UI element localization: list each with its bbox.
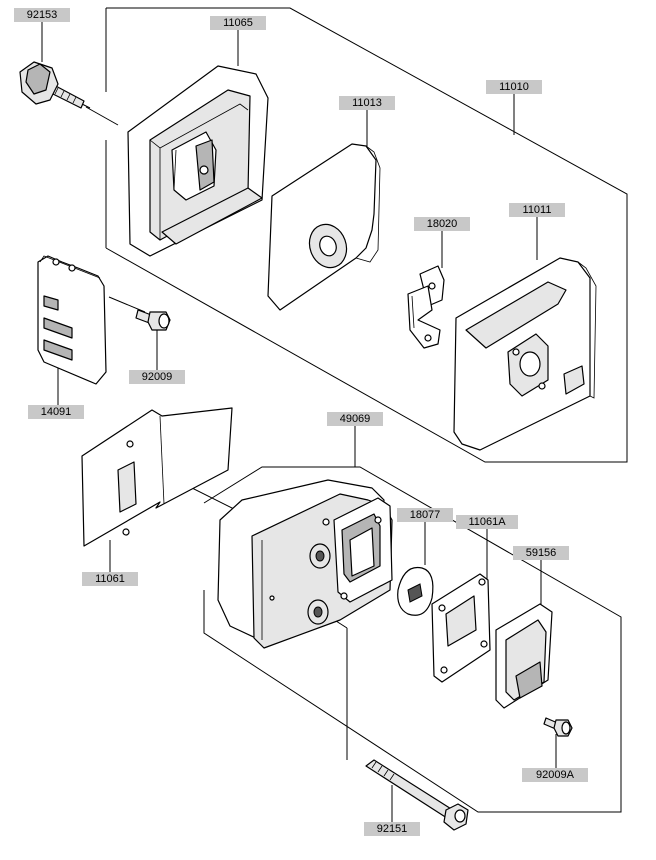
part-number-text: 59156 bbox=[526, 547, 557, 559]
assembly-frame-lower bbox=[203, 466, 622, 813]
part-label-11011: 11011 bbox=[509, 203, 565, 217]
part-number-text: 92151 bbox=[377, 823, 408, 835]
part-label-11013: 11013 bbox=[339, 96, 395, 110]
screw-92009a-part bbox=[543, 717, 573, 737]
part-label-11065: 11065 bbox=[210, 16, 266, 30]
side-shield-part bbox=[37, 255, 107, 385]
part-label-92153: 92153 bbox=[14, 8, 70, 22]
part-label-92009: 92009 bbox=[129, 370, 185, 384]
spark-screen-part bbox=[397, 566, 434, 616]
part-number-text: 11065 bbox=[223, 17, 253, 29]
part-number-text: 92009 bbox=[142, 371, 173, 383]
part-number-text: 11011 bbox=[523, 204, 552, 216]
part-label-14091: 14091 bbox=[28, 405, 84, 419]
bracket-part bbox=[407, 265, 445, 349]
exhaust-gasket-part bbox=[81, 407, 233, 547]
part-number-text: 18020 bbox=[427, 218, 458, 230]
part-label-11010: 11010 bbox=[486, 80, 542, 94]
heat-shield-plate-part bbox=[267, 143, 381, 311]
screw-92009-part bbox=[135, 309, 171, 331]
part-label-11061: 11061 bbox=[82, 572, 138, 586]
part-number-text: 18077 bbox=[410, 509, 441, 521]
knob-bolt-part bbox=[19, 61, 91, 109]
part-label-59156: 59156 bbox=[513, 546, 569, 560]
leader-lines bbox=[41, 22, 557, 822]
part-label-49069: 49069 bbox=[327, 412, 383, 426]
part-label-18077: 18077 bbox=[397, 508, 453, 522]
part-number-text: 49069 bbox=[340, 413, 371, 425]
part-label-18020: 18020 bbox=[414, 217, 470, 231]
outer-cover-part bbox=[453, 257, 597, 451]
long-bolt-part bbox=[365, 759, 469, 831]
part-label-92151: 92151 bbox=[364, 822, 420, 836]
assembly-frame-upper bbox=[105, 7, 628, 463]
part-number-text: 11013 bbox=[352, 97, 382, 109]
part-label-11061A: 11061A bbox=[456, 515, 518, 529]
part-number-text: 11061 bbox=[95, 573, 125, 585]
muffler-cover-part bbox=[127, 65, 269, 257]
part-number-text: 92009A bbox=[536, 769, 575, 781]
part-number-text: 11061A bbox=[468, 516, 506, 528]
outlet-cover-part bbox=[495, 603, 553, 709]
part-number-text: 92153 bbox=[27, 9, 58, 21]
part-number-text: 14091 bbox=[41, 406, 72, 418]
muffler-body-part bbox=[217, 479, 393, 649]
part-label-92009A: 92009A bbox=[522, 768, 588, 782]
part-number-text: 11010 bbox=[499, 81, 529, 93]
gasket-11061a-part bbox=[431, 573, 491, 683]
